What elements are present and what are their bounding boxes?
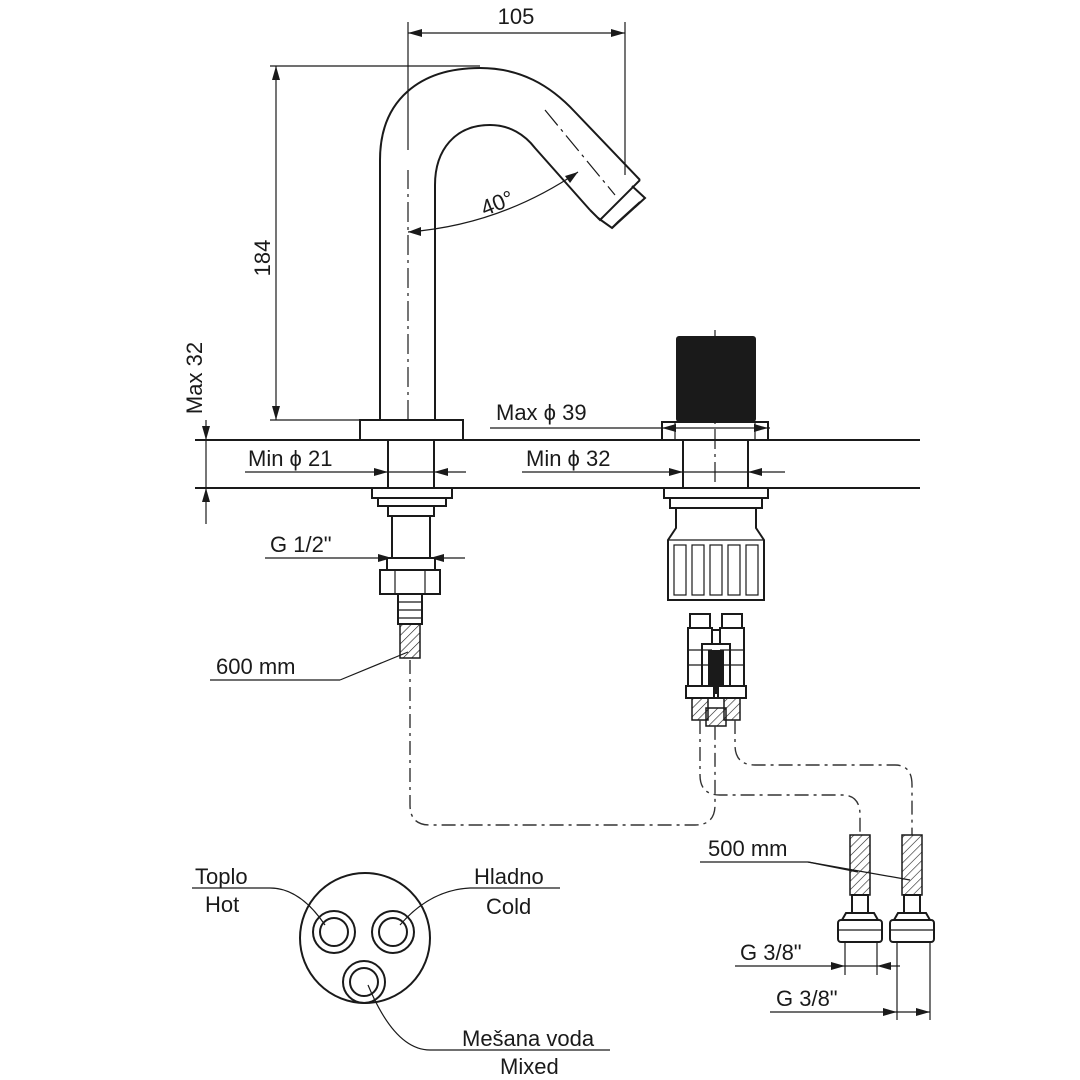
dimension-g-3-8-a: G 3/8" bbox=[735, 940, 900, 975]
cold-label: Cold bbox=[486, 894, 531, 919]
hose-600-label: 600 mm bbox=[216, 654, 295, 679]
mixed-port bbox=[342, 960, 386, 1004]
dimension-max-32: Max 32 bbox=[182, 342, 210, 524]
dimension-500mm: 500 mm bbox=[700, 836, 911, 881]
dim-g38b-label: G 3/8" bbox=[776, 986, 838, 1011]
hot-label: Hot bbox=[205, 892, 239, 917]
dimension-angle: 40° bbox=[407, 171, 579, 236]
hose-paths bbox=[409, 660, 913, 835]
cold-local-label: Hladno bbox=[474, 864, 544, 889]
dimension-max-phi-39: Max ϕ 39 bbox=[490, 400, 770, 432]
hot-local-label: Toplo bbox=[195, 864, 248, 889]
hose-end-connectors bbox=[837, 834, 935, 943]
dimension-600mm: 600 mm bbox=[210, 651, 409, 681]
mixer-connectors bbox=[685, 613, 747, 727]
dim-width-label: 105 bbox=[498, 4, 535, 29]
valve-base-circle bbox=[299, 872, 431, 1004]
spout bbox=[359, 66, 647, 441]
dim-max-phi39-label: Max ϕ 39 bbox=[496, 400, 587, 425]
cold-port bbox=[371, 910, 415, 954]
mixer-handle bbox=[676, 336, 756, 422]
hot-port bbox=[312, 910, 356, 954]
dim-g-half-label: G 1/2" bbox=[270, 532, 332, 557]
connection-legend: Toplo Hot Hladno Cold Mešana voda Mixed bbox=[192, 864, 610, 1079]
mixed-label: Mixed bbox=[500, 1054, 559, 1079]
dim-g38a-label: G 3/8" bbox=[740, 940, 802, 965]
countertop-lines bbox=[195, 439, 920, 489]
mixed-local-label: Mešana voda bbox=[462, 1026, 595, 1051]
dimension-min-phi-32: Min ϕ 32 bbox=[522, 446, 785, 476]
dim-min-phi21-label: Min ϕ 21 bbox=[248, 446, 332, 471]
dim-max32-label: Max 32 bbox=[182, 342, 207, 414]
spout-fittings bbox=[371, 439, 453, 659]
mixer-valve bbox=[661, 330, 769, 601]
dimension-184: 184 bbox=[250, 65, 480, 421]
dimension-min-phi-21: Min ϕ 21 bbox=[245, 446, 466, 476]
dimension-g-half: G 1/2" bbox=[265, 532, 465, 562]
dim-angle-label: 40° bbox=[477, 185, 517, 221]
hose-500-label: 500 mm bbox=[708, 836, 787, 861]
dimension-105: 105 bbox=[407, 4, 626, 175]
dim-height-label: 184 bbox=[250, 240, 275, 277]
dim-min-phi32-label: Min ϕ 32 bbox=[526, 446, 610, 471]
dimension-g-3-8-b: G 3/8" bbox=[770, 942, 931, 1020]
